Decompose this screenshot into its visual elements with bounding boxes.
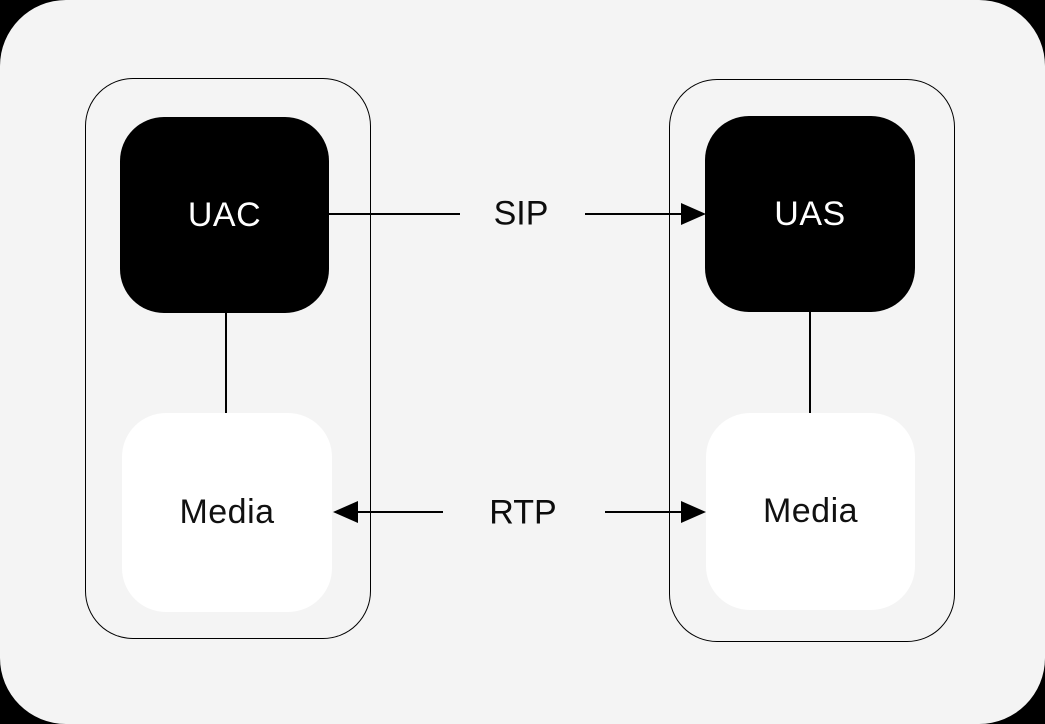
- uas-group-container: [669, 79, 955, 642]
- media-node-right: Media: [706, 413, 915, 610]
- uac-group-container: [85, 78, 371, 639]
- sip-edge-label: SIP: [493, 194, 549, 233]
- rtp-edge-label: RTP: [489, 493, 557, 532]
- media-node-left-label: Media: [179, 493, 275, 531]
- uas-node: UAS: [705, 116, 915, 312]
- uac-node: UAC: [120, 117, 329, 313]
- uac-node-label: UAC: [187, 195, 262, 234]
- uas-node-label: UAS: [774, 194, 846, 233]
- media-node-right-label: Media: [762, 492, 859, 530]
- media-node-left: Media: [122, 413, 332, 612]
